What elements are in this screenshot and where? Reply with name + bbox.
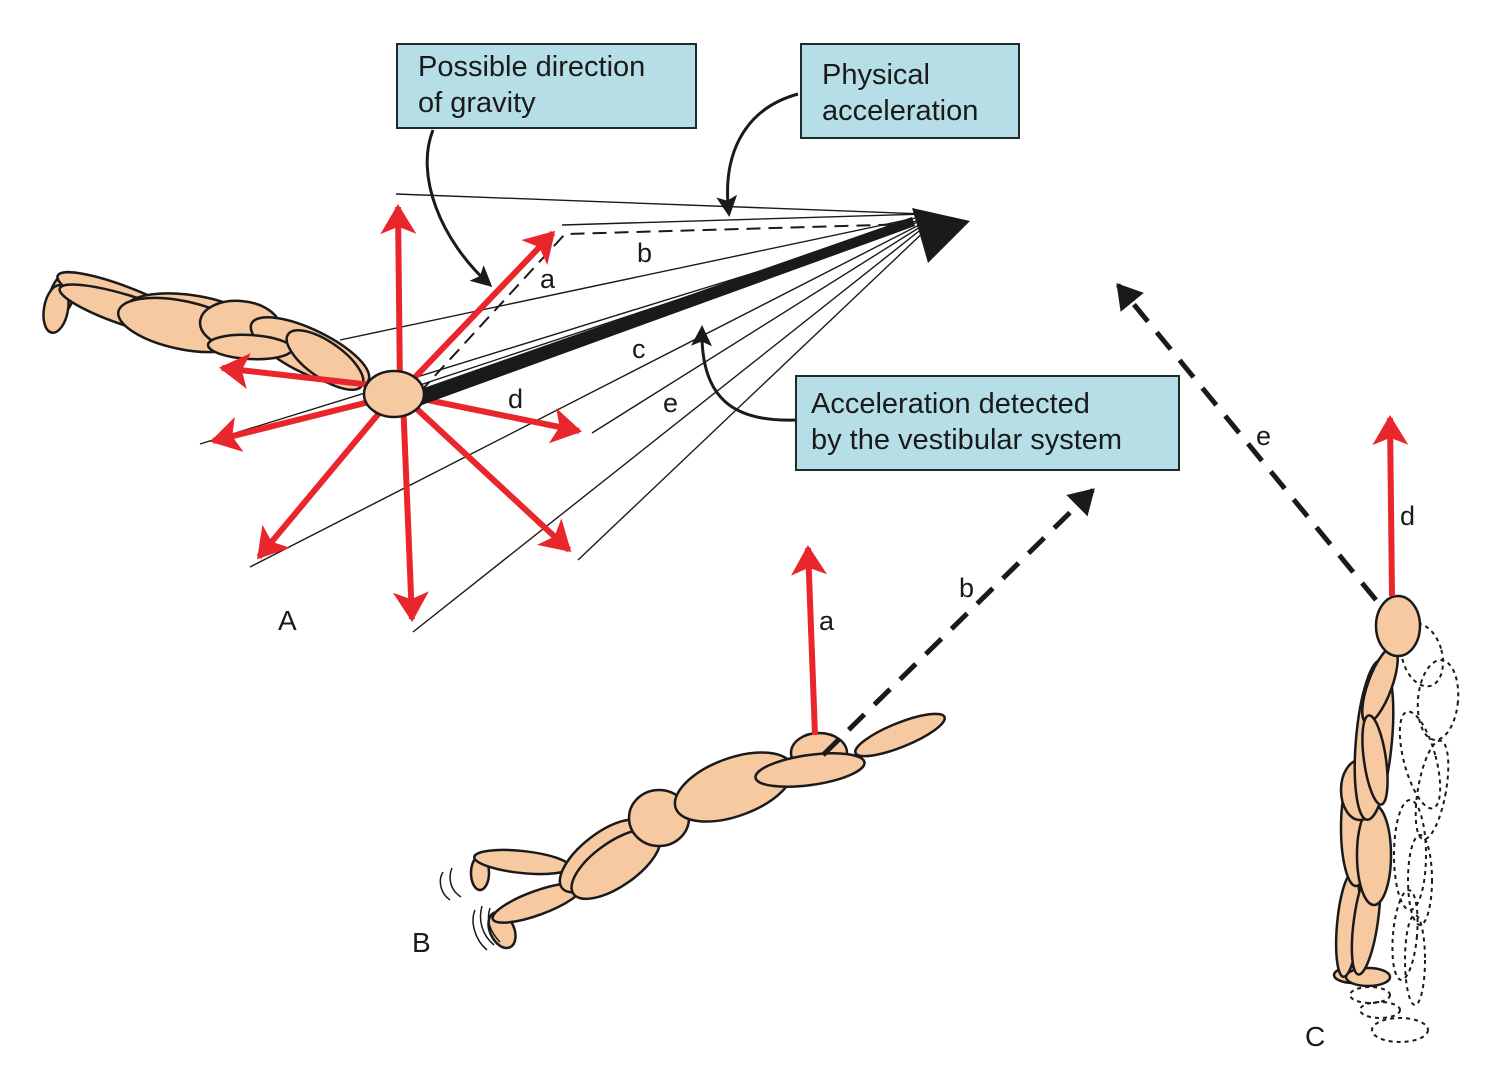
callout-vestibular-line-2: by the vestibular system [811, 424, 1123, 456]
vector-label-b: b [637, 238, 652, 268]
resultant-arrow-shaft [418, 217, 915, 405]
panel-b-dashed-arrow-b [821, 488, 1095, 757]
callout-gravity-line-1: Possible direction [418, 51, 646, 83]
construction-line [249, 221, 926, 568]
gravity-arrow-left-upper [219, 353, 381, 389]
vector-label-a: a [540, 264, 556, 294]
vector-label-e: e [663, 388, 678, 418]
figure-label-a: A [278, 605, 297, 636]
callout-physical-line-2: acceleration [822, 95, 979, 127]
construction-line [577, 225, 931, 561]
foot [42, 284, 70, 334]
physical-callout-pointer [716, 92, 799, 217]
panel-c-dashed-arrow-e [1116, 283, 1378, 602]
motion-lines [439, 867, 501, 951]
vector-label-d: d [508, 384, 523, 414]
vestibular-callout-pointer [691, 325, 796, 422]
panel-c-label-d: d [1400, 501, 1415, 531]
callout-physical-acceleration: Physical acceleration [800, 43, 1020, 139]
vector-label-c: c [632, 334, 646, 364]
figure-a-head [362, 369, 426, 419]
gravity-callout-pointer [425, 129, 493, 288]
panel-c-label-e: e [1256, 421, 1271, 451]
resultant-acceleration-arrow [418, 208, 970, 405]
construction-line [591, 223, 926, 434]
figure-c-body [1332, 594, 1422, 988]
gravity-arrow-d [407, 393, 582, 444]
callout-vestibular-line-1: Acceleration detected [811, 388, 1090, 420]
construction-line [561, 213, 926, 226]
callout-gravity-direction: Possible direction of gravity [396, 43, 697, 129]
figure-label-c: C [1305, 1021, 1325, 1052]
foot [1344, 966, 1392, 988]
figure-c-ghost-sway [1349, 622, 1460, 1043]
callout-gravity-line-2: of gravity [418, 87, 536, 119]
panel-c-gravity-arrow-d [1372, 415, 1409, 597]
shoulder-arm [754, 752, 866, 788]
construction-line [412, 223, 929, 633]
panel-a-gravity-arrows [210, 204, 582, 622]
forearm [1361, 714, 1389, 806]
construction-line [395, 193, 926, 215]
gravity-arrow-down-right [402, 395, 572, 553]
figure-c-head [1374, 594, 1422, 658]
panel-b-label-b: b [959, 573, 974, 603]
gravity-arrow-a [397, 230, 556, 396]
construction-line [339, 215, 926, 341]
resultant-arrow-head [912, 208, 970, 263]
panel-b-label-a: a [819, 606, 835, 636]
arm [854, 712, 946, 758]
callout-physical-line-1: Physical [822, 59, 930, 91]
dashed-vector-sum-path [419, 223, 916, 393]
figure-a-body [42, 270, 371, 391]
gravity-arrow-up [380, 204, 417, 391]
gravity-arrow-left [210, 395, 386, 452]
figure-b-body [469, 712, 946, 950]
gravity-arrow-down [392, 399, 429, 622]
panel-b-gravity-arrow-a [791, 545, 827, 736]
gravity-arrow-down-left [256, 398, 393, 560]
callout-vestibular-detection: Acceleration detected by the vestibular … [795, 375, 1180, 471]
figure-label-b: B [412, 927, 431, 958]
panel-a-construction-lines [199, 193, 931, 633]
